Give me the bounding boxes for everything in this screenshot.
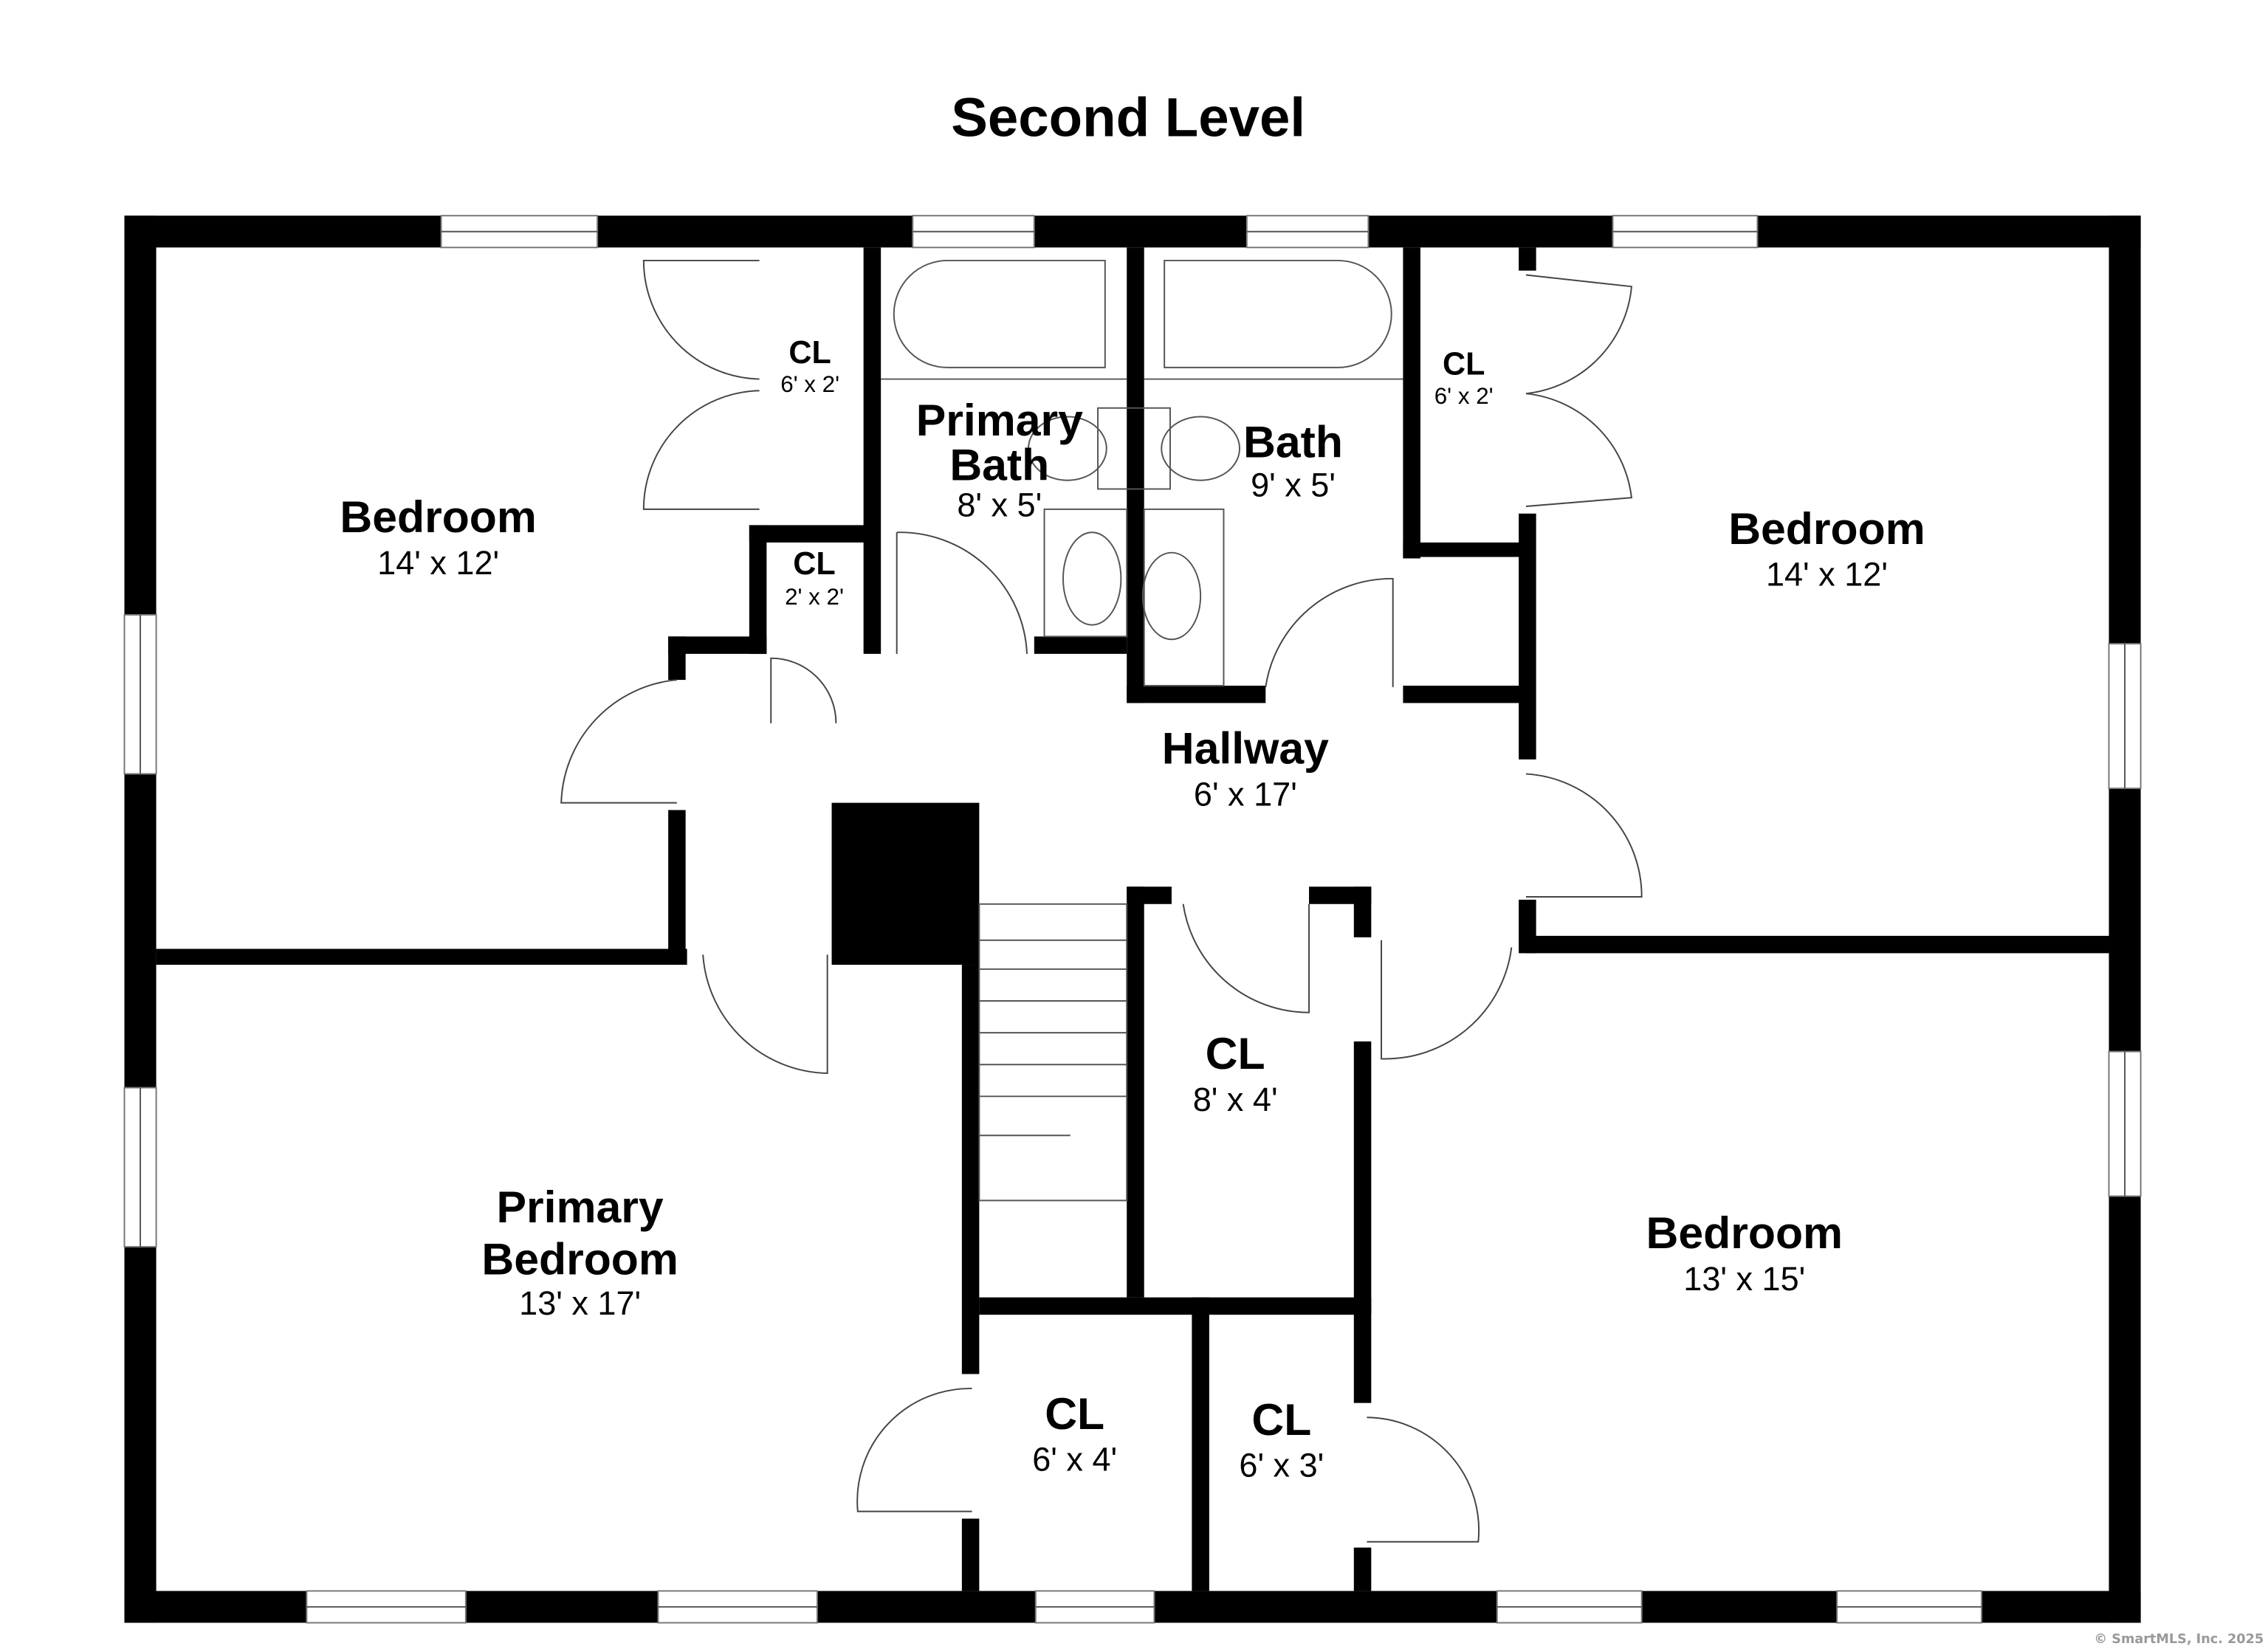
room-name: CL [1045,1388,1104,1439]
copyright: © SmartMLS, Inc. 2025 [2095,1632,2264,1647]
toilet-tank [1097,407,1171,490]
room-name: Bedroom [481,1233,678,1284]
room-size: 2' x 2' [785,584,844,610]
doors [560,259,1643,1543]
room-name: Bedroom [1728,503,1925,554]
vanity [1143,508,1225,686]
room-size: 6' x 2' [1434,383,1494,409]
staircase [978,903,1128,1202]
room-size: 6' x 3' [1239,1447,1324,1484]
bathtub-bath [1164,259,1392,368]
walls [124,216,2141,1623]
plan-title: Second Level [951,86,1305,148]
room-name: CL [1443,347,1485,382]
room-name: CL [793,546,835,582]
room-size: 13' x 15' [1683,1260,1805,1298]
fixtures [881,259,1403,1202]
room-name: Bedroom [1646,1208,1843,1258]
room-size: 6' x 2' [780,371,839,397]
room-size: 9' x 5' [1251,466,1336,503]
room-name: CL [1251,1394,1311,1445]
room-name: Hallway [1162,723,1329,774]
room-name: CL [1206,1028,1265,1078]
room-name: Bath [949,440,1049,490]
room-name: Primary [497,1182,664,1232]
room-size: 6' x 4' [1032,1441,1117,1478]
room-size: 14' x 12' [1766,556,1888,593]
room-size: 6' x 17' [1194,776,1297,813]
room-size: 13' x 17' [519,1284,641,1322]
bathtub-primary [893,259,1106,368]
room-name: Primary [916,395,1083,445]
room-name: Bedroom [340,492,537,542]
room-name: CL [788,335,831,371]
room-labels: Bedroom 14' x 12' CL 6' x 2' CL 2' x 2' … [340,335,1925,1484]
room-name: Bath [1243,416,1343,467]
windows [123,215,2142,1624]
room-size: 8' x 4' [1193,1081,1278,1118]
room-size: 8' x 5' [957,486,1042,524]
vanity [1043,508,1128,638]
room-size: 14' x 12' [377,544,499,582]
